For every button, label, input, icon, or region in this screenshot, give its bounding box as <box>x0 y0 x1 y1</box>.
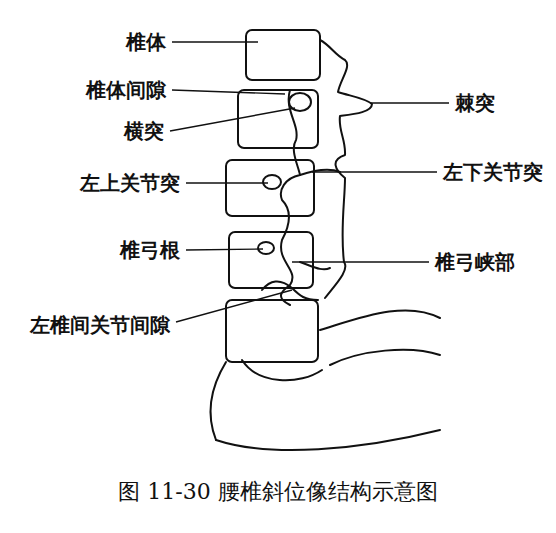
part-label: 横突 <box>124 119 164 143</box>
pedicle <box>258 242 274 254</box>
part-label: 椎体间隙 <box>86 78 166 102</box>
articular-line <box>281 90 300 305</box>
leader-line <box>172 90 285 94</box>
pelvis-outline <box>330 350 440 365</box>
part-label: 左椎间关节间隙 <box>30 313 170 337</box>
vertebral-body <box>226 160 314 216</box>
leader-line <box>172 41 258 42</box>
sacrum-outline <box>211 362 226 440</box>
leader-line <box>186 249 263 250</box>
part-label: 棘突 <box>455 91 495 115</box>
leader-line <box>186 182 268 183</box>
leader-line <box>176 290 292 322</box>
sacrum-outline <box>242 360 322 380</box>
vertebral-body <box>229 232 313 288</box>
pedicle <box>263 175 281 189</box>
vertebral-body <box>226 300 318 362</box>
leader-line <box>370 102 449 103</box>
leader-line <box>292 261 429 262</box>
part-label: 椎弓根 <box>120 238 180 262</box>
pars <box>300 262 330 269</box>
figure-caption: 图 11-30 腰椎斜位像结构示意图 <box>118 479 437 505</box>
pelvis-outline <box>320 310 440 330</box>
vertebral-body <box>246 30 320 80</box>
part-label: 左上关节突 <box>80 171 180 195</box>
leader-line <box>312 171 437 172</box>
vertebral-body <box>238 90 318 148</box>
part-label: 椎弓峡部 <box>435 250 515 274</box>
part-label: 椎体 <box>126 30 166 54</box>
pelvis-outline <box>216 430 440 450</box>
leader-line <box>170 108 295 131</box>
part-label: 左下关节突 <box>443 160 543 184</box>
